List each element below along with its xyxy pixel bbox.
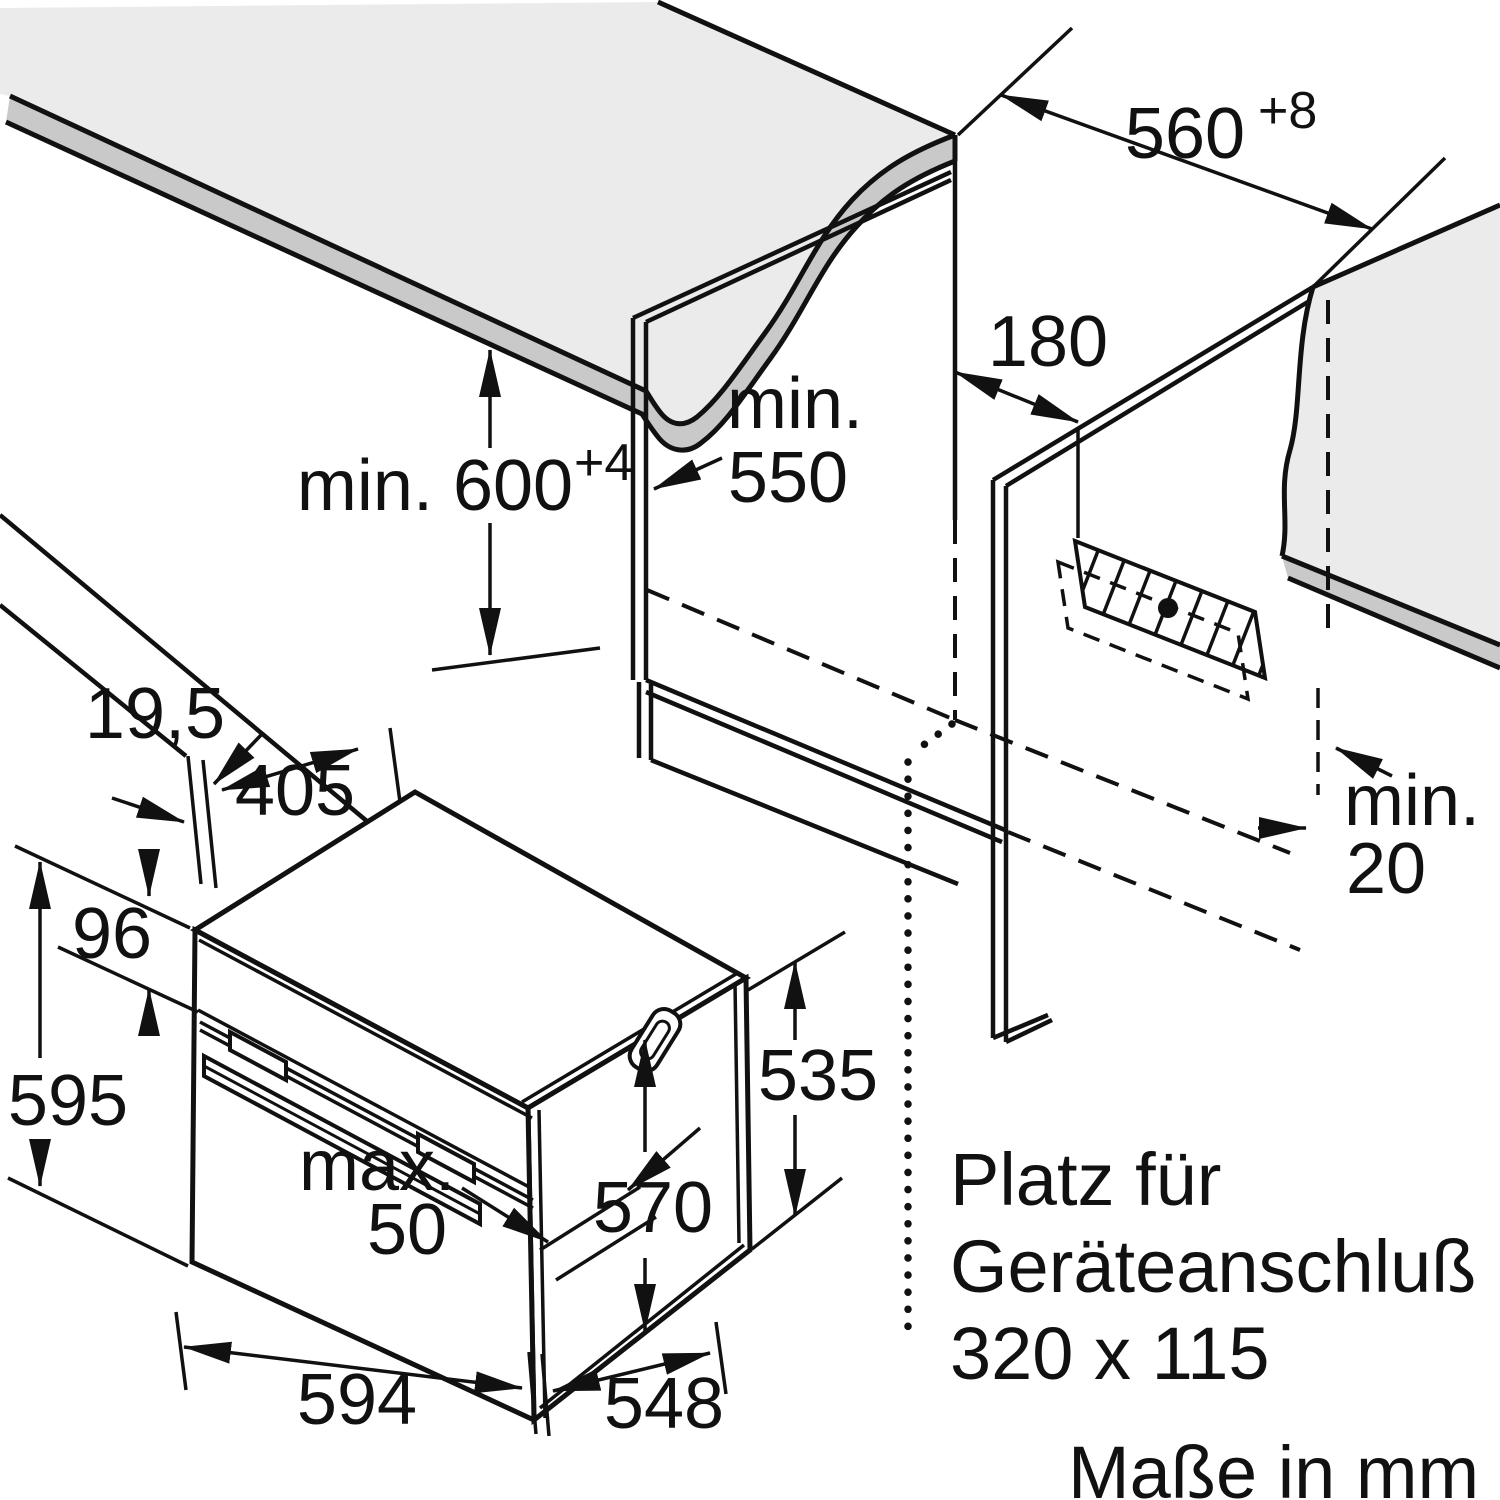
countertop	[0, 0, 958, 453]
label-594: 594	[297, 1360, 417, 1440]
niche-hidden-edges	[646, 520, 1301, 952]
label-550-line2: 550	[728, 438, 848, 518]
label-535: 535	[758, 1036, 878, 1116]
dim-96-595	[7, 844, 199, 1268]
label-600-sup: +4	[574, 434, 633, 492]
connection-space	[1055, 537, 1268, 702]
dim-min20	[1258, 688, 1393, 839]
label-560: 560	[1125, 94, 1245, 174]
dim-594-548	[174, 1311, 728, 1437]
right-panel-surface	[1282, 205, 1500, 645]
unit-note: Maße in mm	[1068, 1431, 1479, 1500]
label-195: 19,5	[85, 674, 225, 754]
cabinet-floor	[636, 677, 1006, 887]
label-min20-line2: 20	[1346, 829, 1426, 909]
connection-note-line2: Geräteanschluß	[950, 1225, 1477, 1308]
connection-note-line1: Platz für	[950, 1138, 1221, 1221]
handle-mount-right	[416, 1130, 476, 1186]
leader-550	[653, 456, 723, 491]
niche-right-partition	[990, 285, 1318, 1045]
dimension-labels: 560 +8 min. 600 +4 min. 550 180 19,5 405…	[8, 82, 1480, 1444]
dim-560	[956, 26, 1447, 289]
oven-handle	[202, 1028, 482, 1228]
dim-195-405	[111, 727, 402, 889]
projection-dotted-line	[904, 720, 956, 1336]
handle-mount-left	[228, 1028, 288, 1084]
dim-600	[431, 349, 601, 672]
cabinet-niche	[630, 161, 1318, 1336]
label-570: 570	[593, 1168, 713, 1248]
dim-180	[954, 370, 1080, 538]
oven	[189, 789, 753, 1426]
dim-570-535	[634, 930, 846, 1332]
right-panel-band	[1282, 556, 1500, 668]
label-96: 96	[72, 894, 152, 974]
niche-left-panel	[630, 169, 952, 680]
label-min20-line1: min.	[1344, 761, 1480, 841]
label-405: 405	[235, 751, 355, 831]
label-548: 548	[604, 1364, 724, 1444]
connection-note-line3: 320 x 115	[950, 1312, 1270, 1395]
label-560-sup: +8	[1258, 82, 1317, 140]
right-wall-panel	[1279, 202, 1500, 671]
connection-dashed-echo	[1055, 559, 1251, 702]
label-550-line1: min.	[727, 364, 863, 444]
dim-max50	[461, 1126, 702, 1282]
label-max-line2: 50	[367, 1190, 447, 1270]
label-595: 595	[8, 1061, 128, 1141]
label-600: min. 600	[297, 446, 573, 526]
countertop-surface	[0, 2, 955, 424]
annotation-texts: Platz für Geräteanschluß 320 x 115 Maße …	[950, 1138, 1479, 1500]
label-max-line1: max.	[299, 1126, 455, 1206]
label-180: 180	[988, 302, 1108, 382]
